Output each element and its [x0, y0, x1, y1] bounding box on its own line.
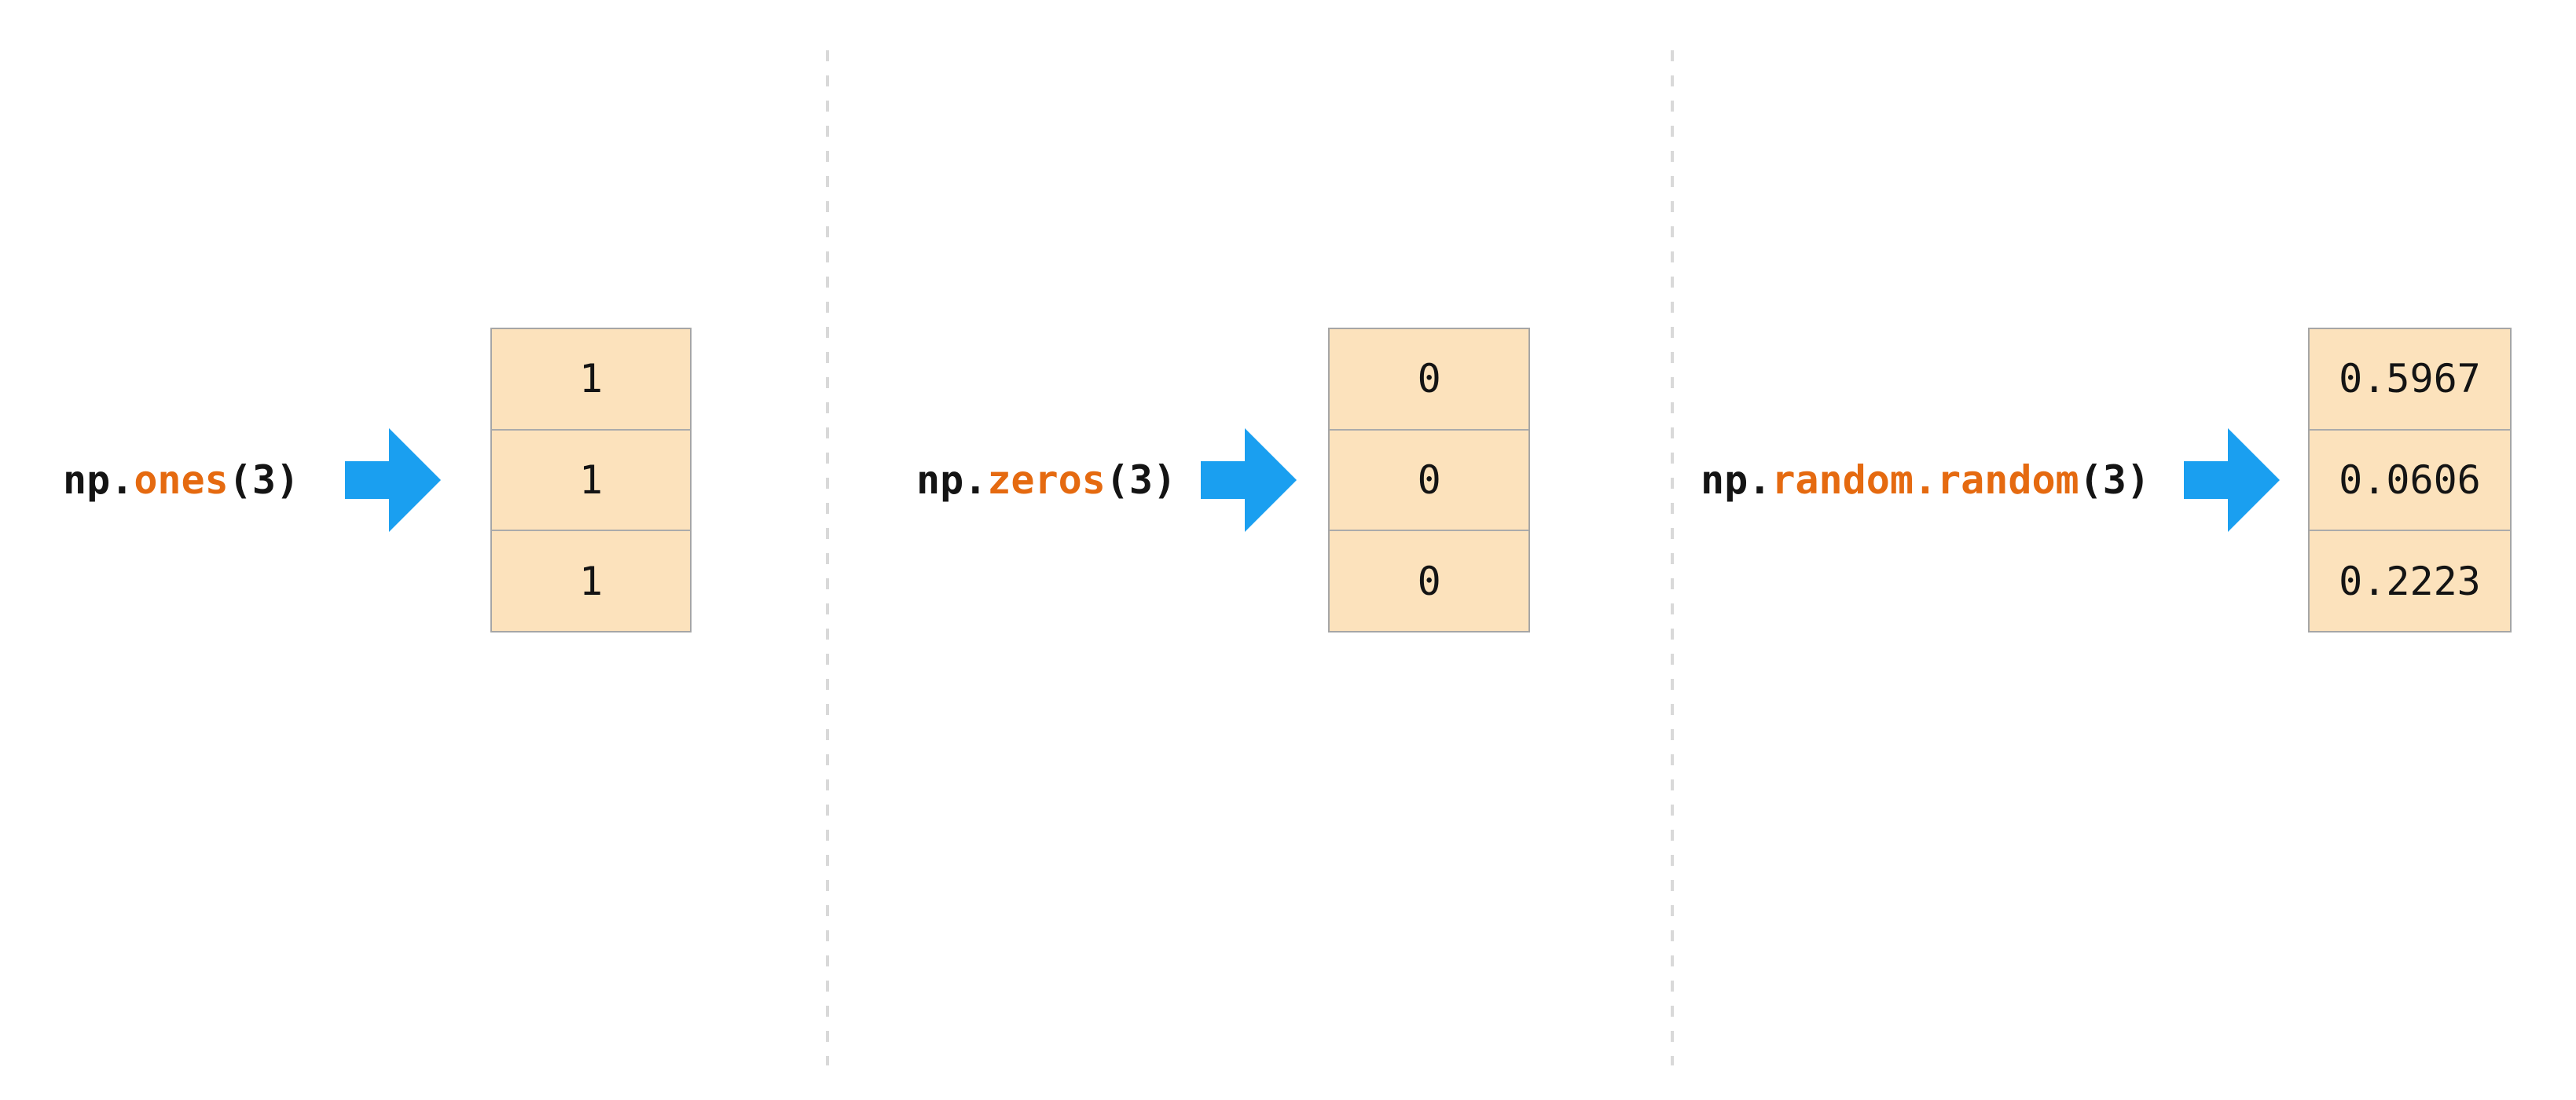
code-module-text: np.	[916, 457, 988, 503]
panel-np-random-random: np.random.random(3) 0.5967 0.0606 0.2223	[1701, 328, 2512, 632]
panel-divider-right	[1671, 50, 1674, 1065]
code-module-text: np.	[63, 457, 134, 503]
array-cell: 0	[1330, 428, 1529, 530]
array-cell: 0.2223	[2309, 530, 2510, 631]
code-function-text: zeros	[987, 457, 1106, 503]
array-cell: 1	[492, 428, 691, 530]
panel-divider-left	[826, 50, 829, 1065]
right-arrow-icon	[345, 428, 442, 532]
code-function-text: random.random	[1771, 457, 2079, 503]
array-cell: 0	[1417, 356, 1441, 402]
code-args-text: (3)	[1105, 457, 1177, 503]
panel-np-ones: np.ones(3) 1 1 1	[63, 328, 692, 632]
array-cell: 1	[578, 356, 604, 402]
array-column-ones: 1 1 1	[490, 328, 692, 632]
right-arrow-icon	[2183, 428, 2280, 532]
array-column-zeros: 0 0 0	[1328, 328, 1531, 632]
code-module-text: np.	[1701, 457, 1772, 503]
code-label-np-zeros: np.zeros(3)	[916, 460, 1176, 500]
code-args-text: (3)	[2079, 457, 2150, 503]
code-args-text: (3)	[228, 457, 300, 503]
code-function-text: ones	[134, 457, 229, 503]
array-cell: 0	[1330, 530, 1529, 631]
code-label-np-ones: np.ones(3)	[63, 460, 299, 500]
array-cell: 0.0606	[2309, 428, 2510, 530]
panel-np-zeros: np.zeros(3) 0 0 0	[916, 328, 1531, 632]
right-arrow-icon	[1201, 428, 1297, 532]
array-column-random: 0.5967 0.0606 0.2223	[2307, 328, 2512, 632]
code-label-np-random-random: np.random.random(3)	[1701, 460, 2150, 500]
array-cell: 1	[492, 530, 691, 631]
array-cell: 0.5967	[2339, 356, 2481, 402]
